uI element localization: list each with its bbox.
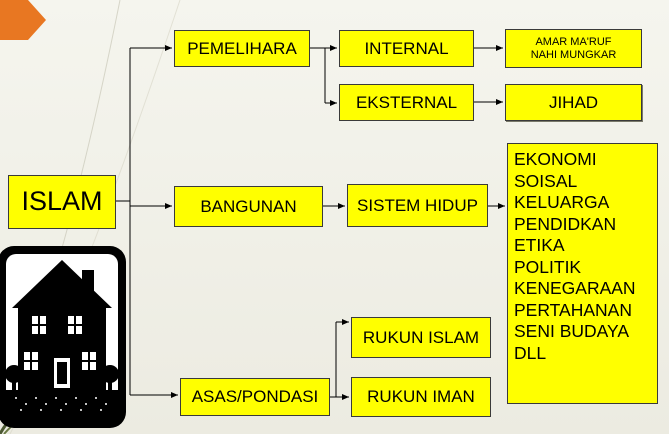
list-item: KELUARGA xyxy=(514,192,610,212)
list-item: KENEGARAAN xyxy=(514,278,636,298)
list-item: POLITIK xyxy=(514,256,582,277)
house-icon-graphic xyxy=(5,254,119,420)
root-node-label: ISLAM xyxy=(21,186,103,217)
list-item: PENDIDKAN xyxy=(514,213,617,234)
node-asas-label: ASAS/PONDASI xyxy=(191,387,319,407)
list-item: EKONOMI xyxy=(514,149,597,169)
node-eksternal: EKSTERNAL xyxy=(339,84,474,121)
node-rukun-islam: RUKUN ISLAM xyxy=(351,317,491,358)
node-amar-maruf: AMAR MA'RUF NAHI MUNGKAR xyxy=(505,29,642,68)
node-amar-label: AMAR MA'RUF NAHI MUNGKAR xyxy=(530,35,617,61)
list-item: SENI BUDAYA xyxy=(514,321,630,341)
node-pemelihara: PEMELIHARA xyxy=(174,30,310,67)
list-item: SOISAL xyxy=(514,170,578,191)
sistem-hidup-list: EKONOMI SOISAL KELUARGA PENDIDKAN ETIKA … xyxy=(507,143,658,404)
node-rukun-iman-label: RUKUN IMAN xyxy=(367,387,475,407)
node-eksternal-label: EKSTERNAL xyxy=(355,92,458,112)
node-sistem-hidup-label: SISTEM HIDUP xyxy=(357,195,478,215)
node-pemelihara-label: PEMELIHARA xyxy=(187,38,297,58)
node-bangunan: BANGUNAN xyxy=(174,186,323,227)
node-bangunan-label: BANGUNAN xyxy=(200,196,297,216)
list-item: PERTAHANAN xyxy=(514,299,632,320)
list-item: ETIKA xyxy=(514,235,565,255)
orange-tab-decoration xyxy=(0,0,46,40)
node-rukun-iman: RUKUN IMAN xyxy=(351,377,491,417)
list-item: DLL xyxy=(514,342,547,363)
root-node-islam: ISLAM xyxy=(8,175,116,229)
node-jihad-label: JIHAD xyxy=(548,92,599,112)
node-internal-label: INTERNAL xyxy=(364,38,449,58)
node-asas-pondasi: ASAS/PONDASI xyxy=(180,378,330,416)
house-icon xyxy=(0,246,126,428)
node-internal: INTERNAL xyxy=(339,30,474,67)
node-jihad: JIHAD xyxy=(505,84,642,121)
node-sistem-hidup: SISTEM HIDUP xyxy=(347,184,488,227)
node-rukun-islam-label: RUKUN ISLAM xyxy=(362,327,480,347)
